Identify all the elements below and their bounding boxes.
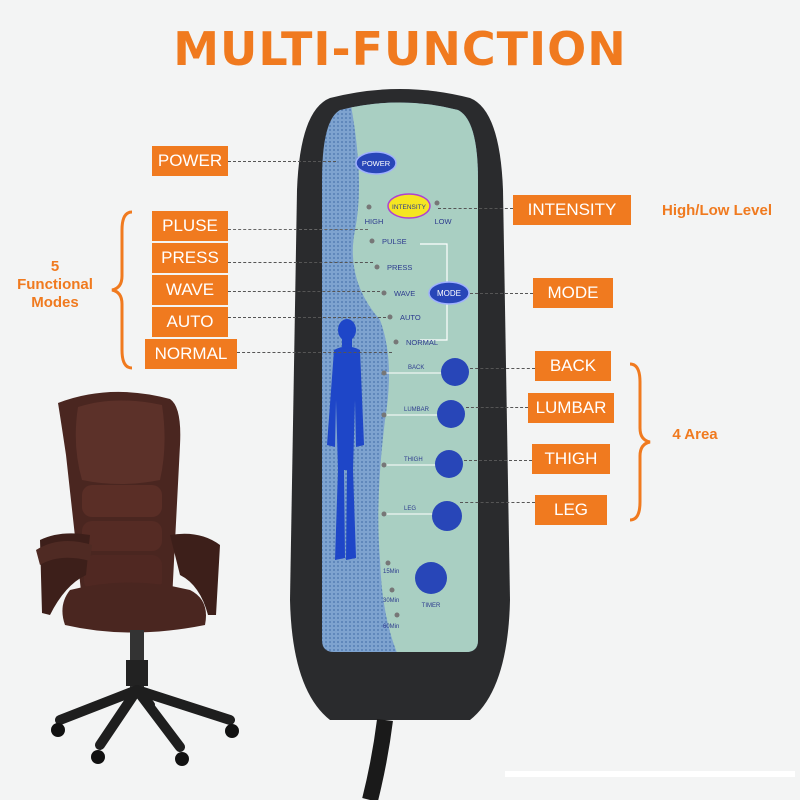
modes-count: 5 [50, 258, 60, 275]
remote-timer-60: 60Min [383, 624, 399, 630]
remote-timer-button [415, 562, 447, 594]
remote-high-label: HIGH [365, 217, 384, 226]
remote-cable [362, 719, 393, 800]
remote-timer-30: 30Min [383, 598, 399, 604]
remote-timer-15: 15Min [383, 569, 399, 575]
callout-pluse: PLUSE [152, 211, 228, 241]
callout-mode: MODE [533, 278, 613, 308]
modes-label: 5 Functional Modes [0, 258, 110, 312]
remote-mode-button [428, 281, 470, 305]
remote-intensity-label: INTENSITY [392, 204, 427, 211]
remote-area-leg: LEG [404, 506, 416, 512]
callout-thigh: THIGH [532, 444, 610, 474]
callout-press: PRESS [152, 243, 228, 273]
remote-mode-press: PRESS [387, 263, 412, 272]
bottom-strip [505, 771, 795, 777]
remote-lumbar-button [437, 400, 465, 428]
callout-wave: WAVE [152, 275, 228, 305]
modes-bracket [111, 210, 133, 370]
remote-timer-label: TIMER [422, 603, 441, 609]
callout-auto: AUTO [152, 307, 228, 337]
remote-mode-pulse: PULSE [382, 237, 407, 246]
remote-area-lumbar: LUMBAR [404, 407, 430, 413]
modes-line2: Modes [31, 294, 79, 311]
remote-area-back: BACK [408, 365, 424, 371]
remote-mode-auto: AUTO [400, 313, 421, 322]
remote-area-thigh: THIGH [404, 457, 423, 463]
remote-mode-normal: NORMAL [406, 338, 438, 347]
remote-mode-wave: WAVE [394, 289, 415, 298]
remote-leg-button [432, 501, 462, 531]
person-silhouette-icon [327, 319, 364, 560]
area-bracket [629, 362, 651, 522]
callout-power: POWER [152, 146, 228, 176]
remote-power-label: POWER [362, 159, 391, 168]
intensity-note: High/Low Level [661, 202, 772, 219]
modes-line1: Functional [17, 276, 93, 293]
callout-normal: NORMAL [145, 339, 237, 369]
callout-lumbar: LUMBAR [528, 393, 614, 423]
callout-intensity: INTENSITY [513, 195, 631, 225]
page-title: MULTI-FUNCTION [173, 22, 627, 76]
remote-intensity-button [387, 193, 431, 219]
area-note: 4 Area [672, 426, 718, 443]
remote-thigh-button [435, 450, 463, 478]
remote-power-button [355, 151, 397, 175]
remote-back-button [441, 358, 469, 386]
callout-back: BACK [535, 351, 611, 381]
remote-low-label: LOW [434, 217, 452, 226]
callout-leg: LEG [535, 495, 607, 525]
office-chair-image [36, 391, 239, 766]
remote-mode-label: MODE [437, 289, 461, 298]
